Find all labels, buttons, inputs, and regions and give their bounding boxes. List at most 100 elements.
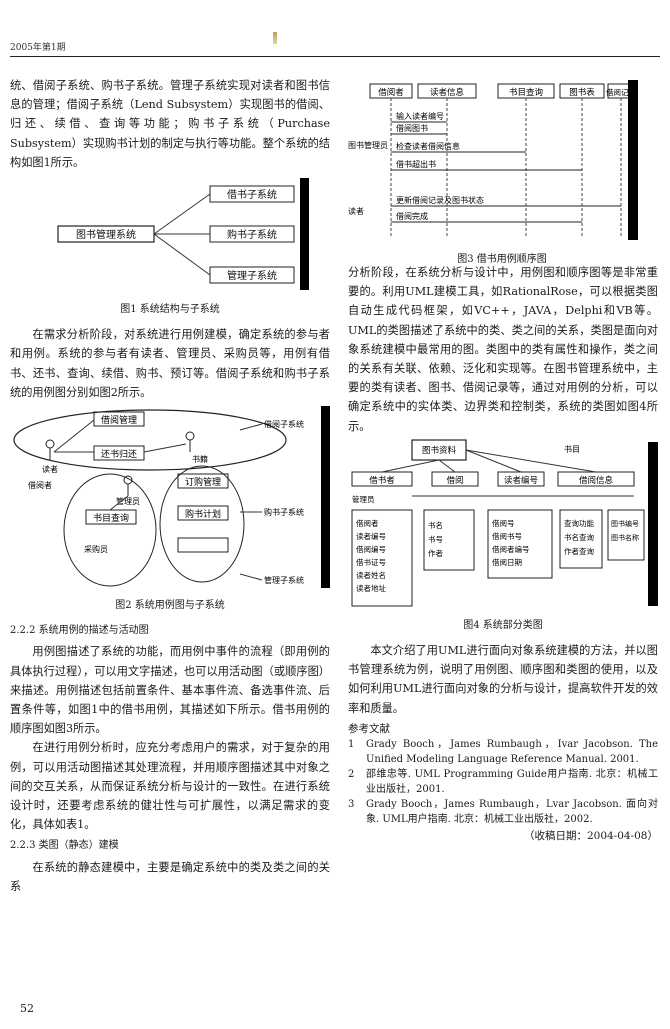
fig4-class-4: 借阅信息 [579,475,614,486]
fig2-usecase-box-5 [177,505,229,521]
fig1-edge-3 [153,233,211,276]
fig2-ellipse-manage [63,473,157,587]
fig1-branch-box-3 [209,266,295,284]
fig4-attr-1-4: 借书证号 [356,557,386,567]
reference-item: 3 Grady Booch，James Rumbaugh，Lvar Jacobs… [348,797,658,827]
left-para-3: 用例图描述了系统的功能，而用例中事件的流程（即用例的具体执行过程），可以用文字描… [10,645,330,736]
fig4-attr-1-6: 读者地址 [356,583,386,593]
fig2-label-2: 还书归还 [101,448,137,460]
fig3-msg-4: 借书超出书 [396,159,436,169]
fig3-header-1: 借阅者 [378,87,404,98]
left-para-4: 在进行用例分析时，应充分考虑用户的需求，对于复杂的用例，可以用活动图描述其处理流… [10,741,330,832]
fig3-msg-5: 更新借阅记录及图书状态 [396,195,484,205]
fig4-edge-4 [465,449,597,473]
fig2-label-12: 购书子系统 [264,507,304,517]
right-column: 分析阶段，在系统分析与设计中，用例图和顺序图等是非常重要的。利用UML建模工具，… [348,263,658,844]
fig3-header-3: 书目查询 [509,87,543,98]
fig4-edge-2 [438,459,456,473]
section-2-2-3: 2.2.3 类图（静态）建模 [10,840,119,852]
figure-4-caption: 图4 系统部分类图 [463,619,543,631]
fig4-scan-bar [648,441,658,606]
fig4-attr-box-1 [351,509,413,607]
fig4-class-3: 读者编号 [504,475,538,486]
fig4-attr-1-2: 读者编号 [356,531,386,541]
reference-text: Grady Booch，James Rumbaugh，Ivar Jacobson… [366,738,658,765]
fig4-attr-3-3: 借阅者编号 [492,544,530,554]
fig4-attr-box-3 [487,509,553,579]
fig2-scan-bar [321,406,330,589]
fig3-actor-bottom: 读者 [348,206,364,216]
fig2-actor-book-head [185,431,195,441]
section-2-2-2: 2.2.2 系统用例的描述与活动图 [10,625,149,637]
fig4-attr-3-1: 借阅号 [492,518,515,528]
fig4-class-1: 借书者 [369,475,395,486]
figure-2-diagram: 借阅管理 还书归还 读者 书籍 管理员 采购员 书目查询 订购管理 购书计划 借… [13,406,330,589]
running-header: 2005年第1期 [10,32,660,57]
fig3-header-2: 读者信息 [430,87,465,98]
left-column: 统、借阅子系统、购书子系统。管理子系统实现对读者和图书信息的管理；借阅子系统（L… [10,76,330,896]
references-heading: 参考文献 [348,722,390,735]
fig4-attr-3-2: 借阅书号 [492,531,522,541]
fig3-msg-6: 借阅完成 [396,211,428,221]
fig3-scan-bar [628,80,638,240]
references: 参考文献 1 Grady Booch，James Rumbaugh，Ivar J… [348,722,658,844]
fig4-attr-box-4 [559,509,603,569]
figure-2-caption: 图2 系统用例图与子系统 [115,600,225,612]
left-para-5: 在系统的静态建模中，主要是确定系统中的类及类之间的关系 [10,860,330,893]
fig2-label-4: 书籍 [192,454,208,464]
fig4-attr-2-3: 作者 [428,548,443,558]
fig1-scan-bar [300,178,309,291]
figure-4-diagram: 图书资料 借书者 借阅 读者编号 借阅信息 借阅者 读者编号 借阅编号 借书证号… [351,439,658,607]
fig2-actor-reader-head [45,439,55,449]
header-rule [10,56,660,57]
fig4-attr-2-2: 书号 [428,534,443,544]
reference-text: 邵维忠等. UML Programming Guide用户指南. 北京：机械工业… [366,768,658,795]
fig3-msg-2: 借阅图书 [396,123,428,133]
figure-3-caption: 图3 借书用例顺序图 [457,254,547,265]
figure-1-caption: 图1 系统结构与子系统 [120,304,220,316]
fig4-class-6: 管理员 [352,494,375,504]
fig2-label-1: 借阅管理 [101,414,137,426]
received-date: （收稿日期：2004-04-08） [523,829,658,842]
fig1-edge-1 [153,193,211,235]
fig2-link-4 [109,495,129,511]
right-para-1: 分析阶段，在系统分析与设计中，用例图和顺序图等是非常重要的。利用UML建模工具，… [348,266,658,433]
reference-text: Grady Booch，James Rumbaugh，Lvar Jacobson… [366,798,658,825]
fig2-usecase-box-3 [85,509,137,525]
fig1-branch-box-2 [209,225,295,243]
fig2-label-8: 订购管理 [185,476,221,488]
fig2-pointer-1 [239,423,263,431]
fig4-edge-3 [465,449,522,473]
fig2-pointer-3 [239,573,263,581]
figure-3: 借阅者 读者信息 书目查询 图书表 借阅记录 图书管理员 读者 输入读者编号 借… [346,78,658,271]
figure-2: 借阅管理 还书归还 读者 书籍 管理员 采购员 书目查询 订购管理 购书计划 借… [10,402,330,615]
fig4-attr-5-2: 图书名称 [611,533,639,542]
fig1-branch-box-1 [209,185,295,203]
fig2-usecase-box-6 [177,537,229,553]
fig4-attr-3-4: 借阅日期 [492,557,522,567]
fig4-attr-4-2: 书名查询 [564,532,594,542]
fig3-header-5: 借阅记录 [606,87,636,97]
reference-item: 1 Grady Booch，James Rumbaugh，Ivar Jacobs… [348,737,658,767]
fig2-usecase-box-1 [93,411,145,427]
figure-1-diagram: 图书管理系统 借书子系统 购书子系统 管理子系统 [57,178,309,291]
fig2-usecase-box-2 [93,445,145,461]
fig3-msg-1: 输入读者编号 [396,111,444,121]
fig2-label-13: 管理子系统 [264,575,304,585]
fig3-actor-left: 图书管理员 [348,140,388,150]
scan-mark [273,32,277,44]
figure-4: 图书资料 借书者 借阅 读者编号 借阅信息 借阅者 读者编号 借阅编号 借书证号… [348,436,658,635]
fig4-class-5: 书目 [564,444,580,454]
fig2-usecase-box-4 [177,473,229,489]
left-para-2: 在需求分析阶段，对系统进行用例建模，确定系统的参与者和用例。系统的参与者有读者、… [10,328,330,399]
fig2-ellipse-lend [13,409,287,471]
fig3-header-4: 图书表 [569,87,595,98]
fig2-label-11: 借阅子系统 [264,419,304,429]
fig4-attr-1-1: 借阅者 [356,518,379,528]
fig1-branch-1: 借书子系统 [227,188,277,201]
fig2-link-1 [53,419,95,453]
figure-3-diagram: 借阅者 读者信息 书目查询 图书表 借阅记录 图书管理员 读者 输入读者编号 借… [348,80,638,240]
fig3-msg-3: 检查读者借阅信息 [396,141,460,151]
fig4-attr-2-1: 书名 [428,520,443,530]
fig2-label-10: 借阅者 [28,480,52,490]
